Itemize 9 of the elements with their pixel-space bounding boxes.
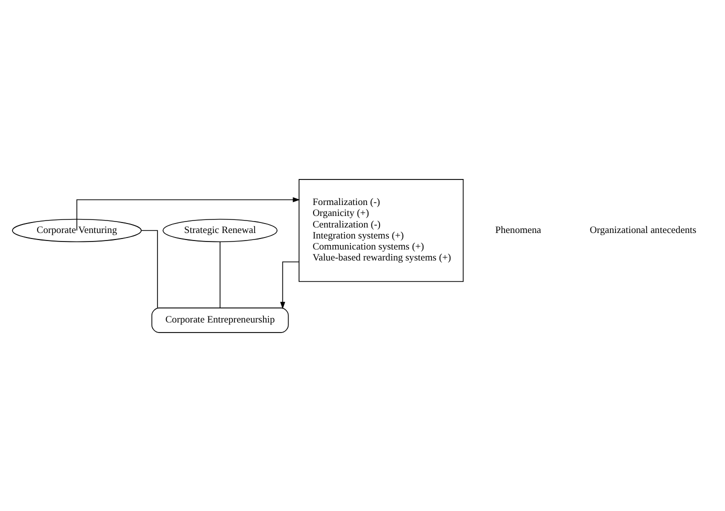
label: Organizational antecedents	[590, 224, 696, 236]
label: Phenomena	[495, 224, 542, 236]
node-ellipse: Corporate Venturing	[12, 218, 142, 242]
arrow	[76, 196, 300, 230]
node-box: Formalization (-) Organicity (+) Centralization (-) Integration systems (+) Communication systems (+) Value-based rewarding systems (+)	[298, 178, 464, 282]
arrow	[280, 260, 300, 309]
connector	[140, 230, 158, 308]
node-box: Corporate Entrepreneurship	[151, 307, 289, 332]
node-ellipse: Strategic Renewal	[162, 218, 278, 242]
